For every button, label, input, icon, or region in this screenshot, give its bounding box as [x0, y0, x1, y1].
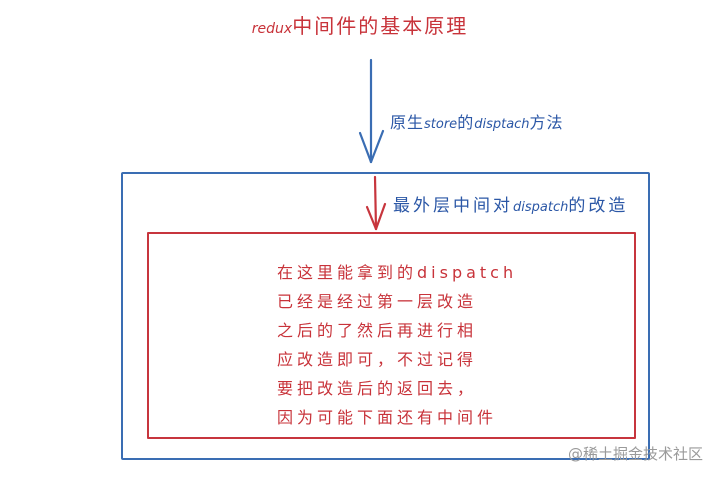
outer-middleware-box: [121, 172, 650, 460]
inner-middleware-note: 在这里能拿到的dispatch 已经是经过第一层改造 之后的了然后再进行相 应改…: [277, 258, 517, 432]
note-line: 应改造即可，不过记得: [277, 350, 478, 369]
label-disptach: disptach: [474, 117, 530, 132]
title-latin: redux: [251, 21, 293, 37]
note-line: 在这里能拿到的dispatch: [277, 263, 518, 282]
original-dispatch-label: 原生store的disptach方法: [390, 109, 564, 133]
label-part: 最外层中间对: [393, 196, 513, 216]
watermark: @稀土掘金技术社区: [568, 445, 704, 463]
note-line: 已经是经过第一层改造: [277, 292, 478, 311]
note-line: 要把改造后的返回去，: [277, 379, 478, 398]
label-part: 的: [457, 113, 475, 132]
original-dispatch-arrow: [358, 58, 385, 164]
label-part: 的改造: [568, 196, 629, 216]
label-store: store: [424, 117, 458, 132]
note-line: 因为可能下面还有中间件: [277, 408, 498, 427]
label-dispatch: dispatch: [513, 200, 569, 215]
diagram-title: redux中间件的基本原理: [0, 10, 720, 39]
outer-middleware-label: 最外层中间对dispatch的改造: [393, 191, 628, 216]
title-text: 中间件的基本原理: [292, 14, 469, 38]
label-part: 原生: [390, 113, 425, 132]
note-line: 之后的了然后再进行相: [277, 321, 478, 340]
label-part: 方法: [529, 113, 564, 132]
inner-middleware-box: [147, 232, 636, 439]
